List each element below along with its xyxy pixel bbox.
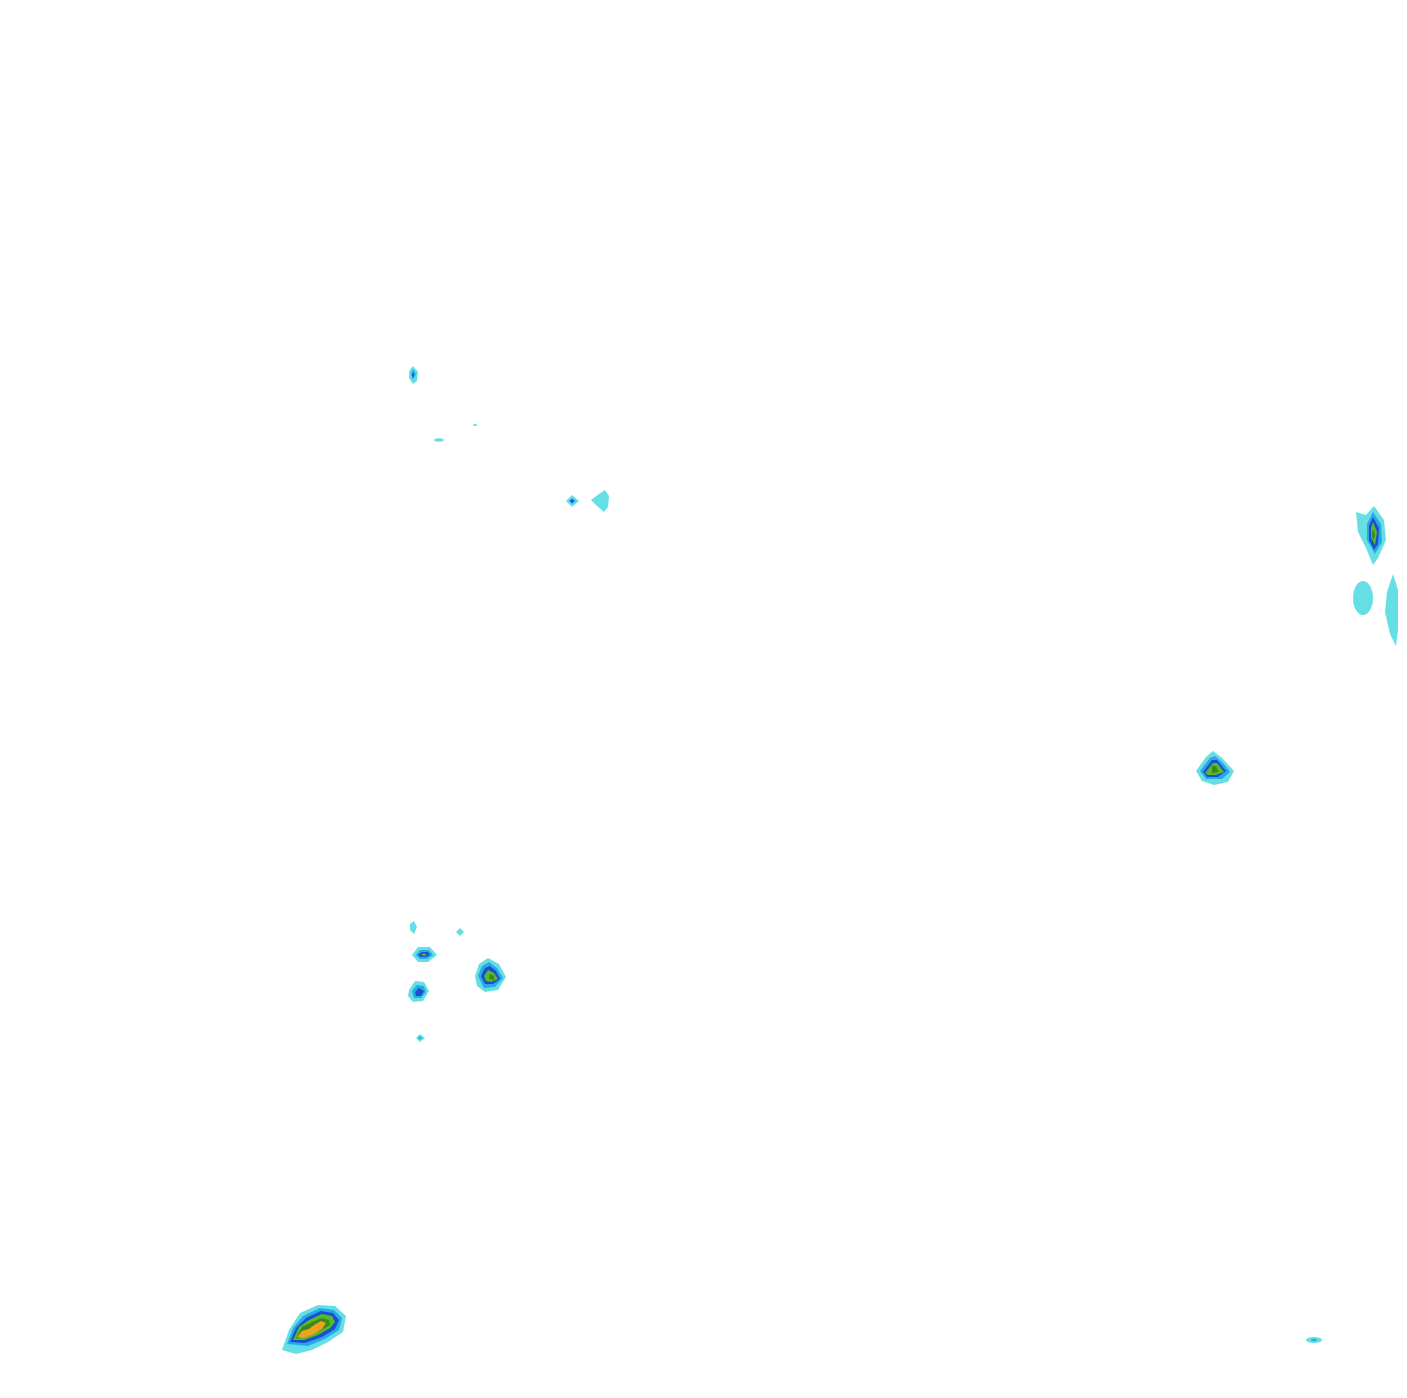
- radar-contour-level-6: [297, 1321, 326, 1338]
- radar-contour-level-2: [1311, 1338, 1317, 1342]
- radar-cell: [1356, 506, 1386, 565]
- radar-cell: [475, 958, 506, 992]
- radar-contour-level-1: [1385, 574, 1398, 646]
- radar-cell: [566, 495, 579, 507]
- radar-contour-level-5: [1372, 528, 1375, 541]
- radar-contour-level-5: [1212, 766, 1219, 773]
- radar-contour-level-1: [434, 438, 444, 442]
- radar-cell: [456, 928, 464, 936]
- radar-contour-level-4: [421, 953, 427, 956]
- radar-cell: [591, 490, 609, 512]
- radar-cell: [282, 1305, 346, 1354]
- radar-cell: [1385, 574, 1398, 646]
- radar-contour-level-1: [1353, 581, 1373, 615]
- radar-cell: [410, 921, 417, 934]
- radar-contour-level-2: [418, 1036, 422, 1040]
- radar-cell: [409, 366, 418, 384]
- radar-contour-level-5: [489, 974, 494, 980]
- radar-contour-level-3: [412, 372, 414, 378]
- radar-cell: [412, 947, 437, 962]
- radar-contour-level-3: [570, 499, 574, 503]
- radar-cell: [1353, 581, 1373, 615]
- radar-contour-level-1: [456, 928, 464, 936]
- radar-contour-level-1: [473, 424, 477, 426]
- radar-cell: [416, 1034, 425, 1042]
- radar-cell: [1196, 751, 1234, 785]
- radar-contour-level-1: [410, 921, 417, 934]
- radar-contour-level-1: [591, 490, 609, 512]
- radar-cell: [408, 981, 429, 1002]
- radar-cell: [434, 438, 444, 442]
- radar-cell: [473, 424, 477, 426]
- radar-contour-level-3: [415, 988, 424, 996]
- radar-cell: [1306, 1337, 1322, 1343]
